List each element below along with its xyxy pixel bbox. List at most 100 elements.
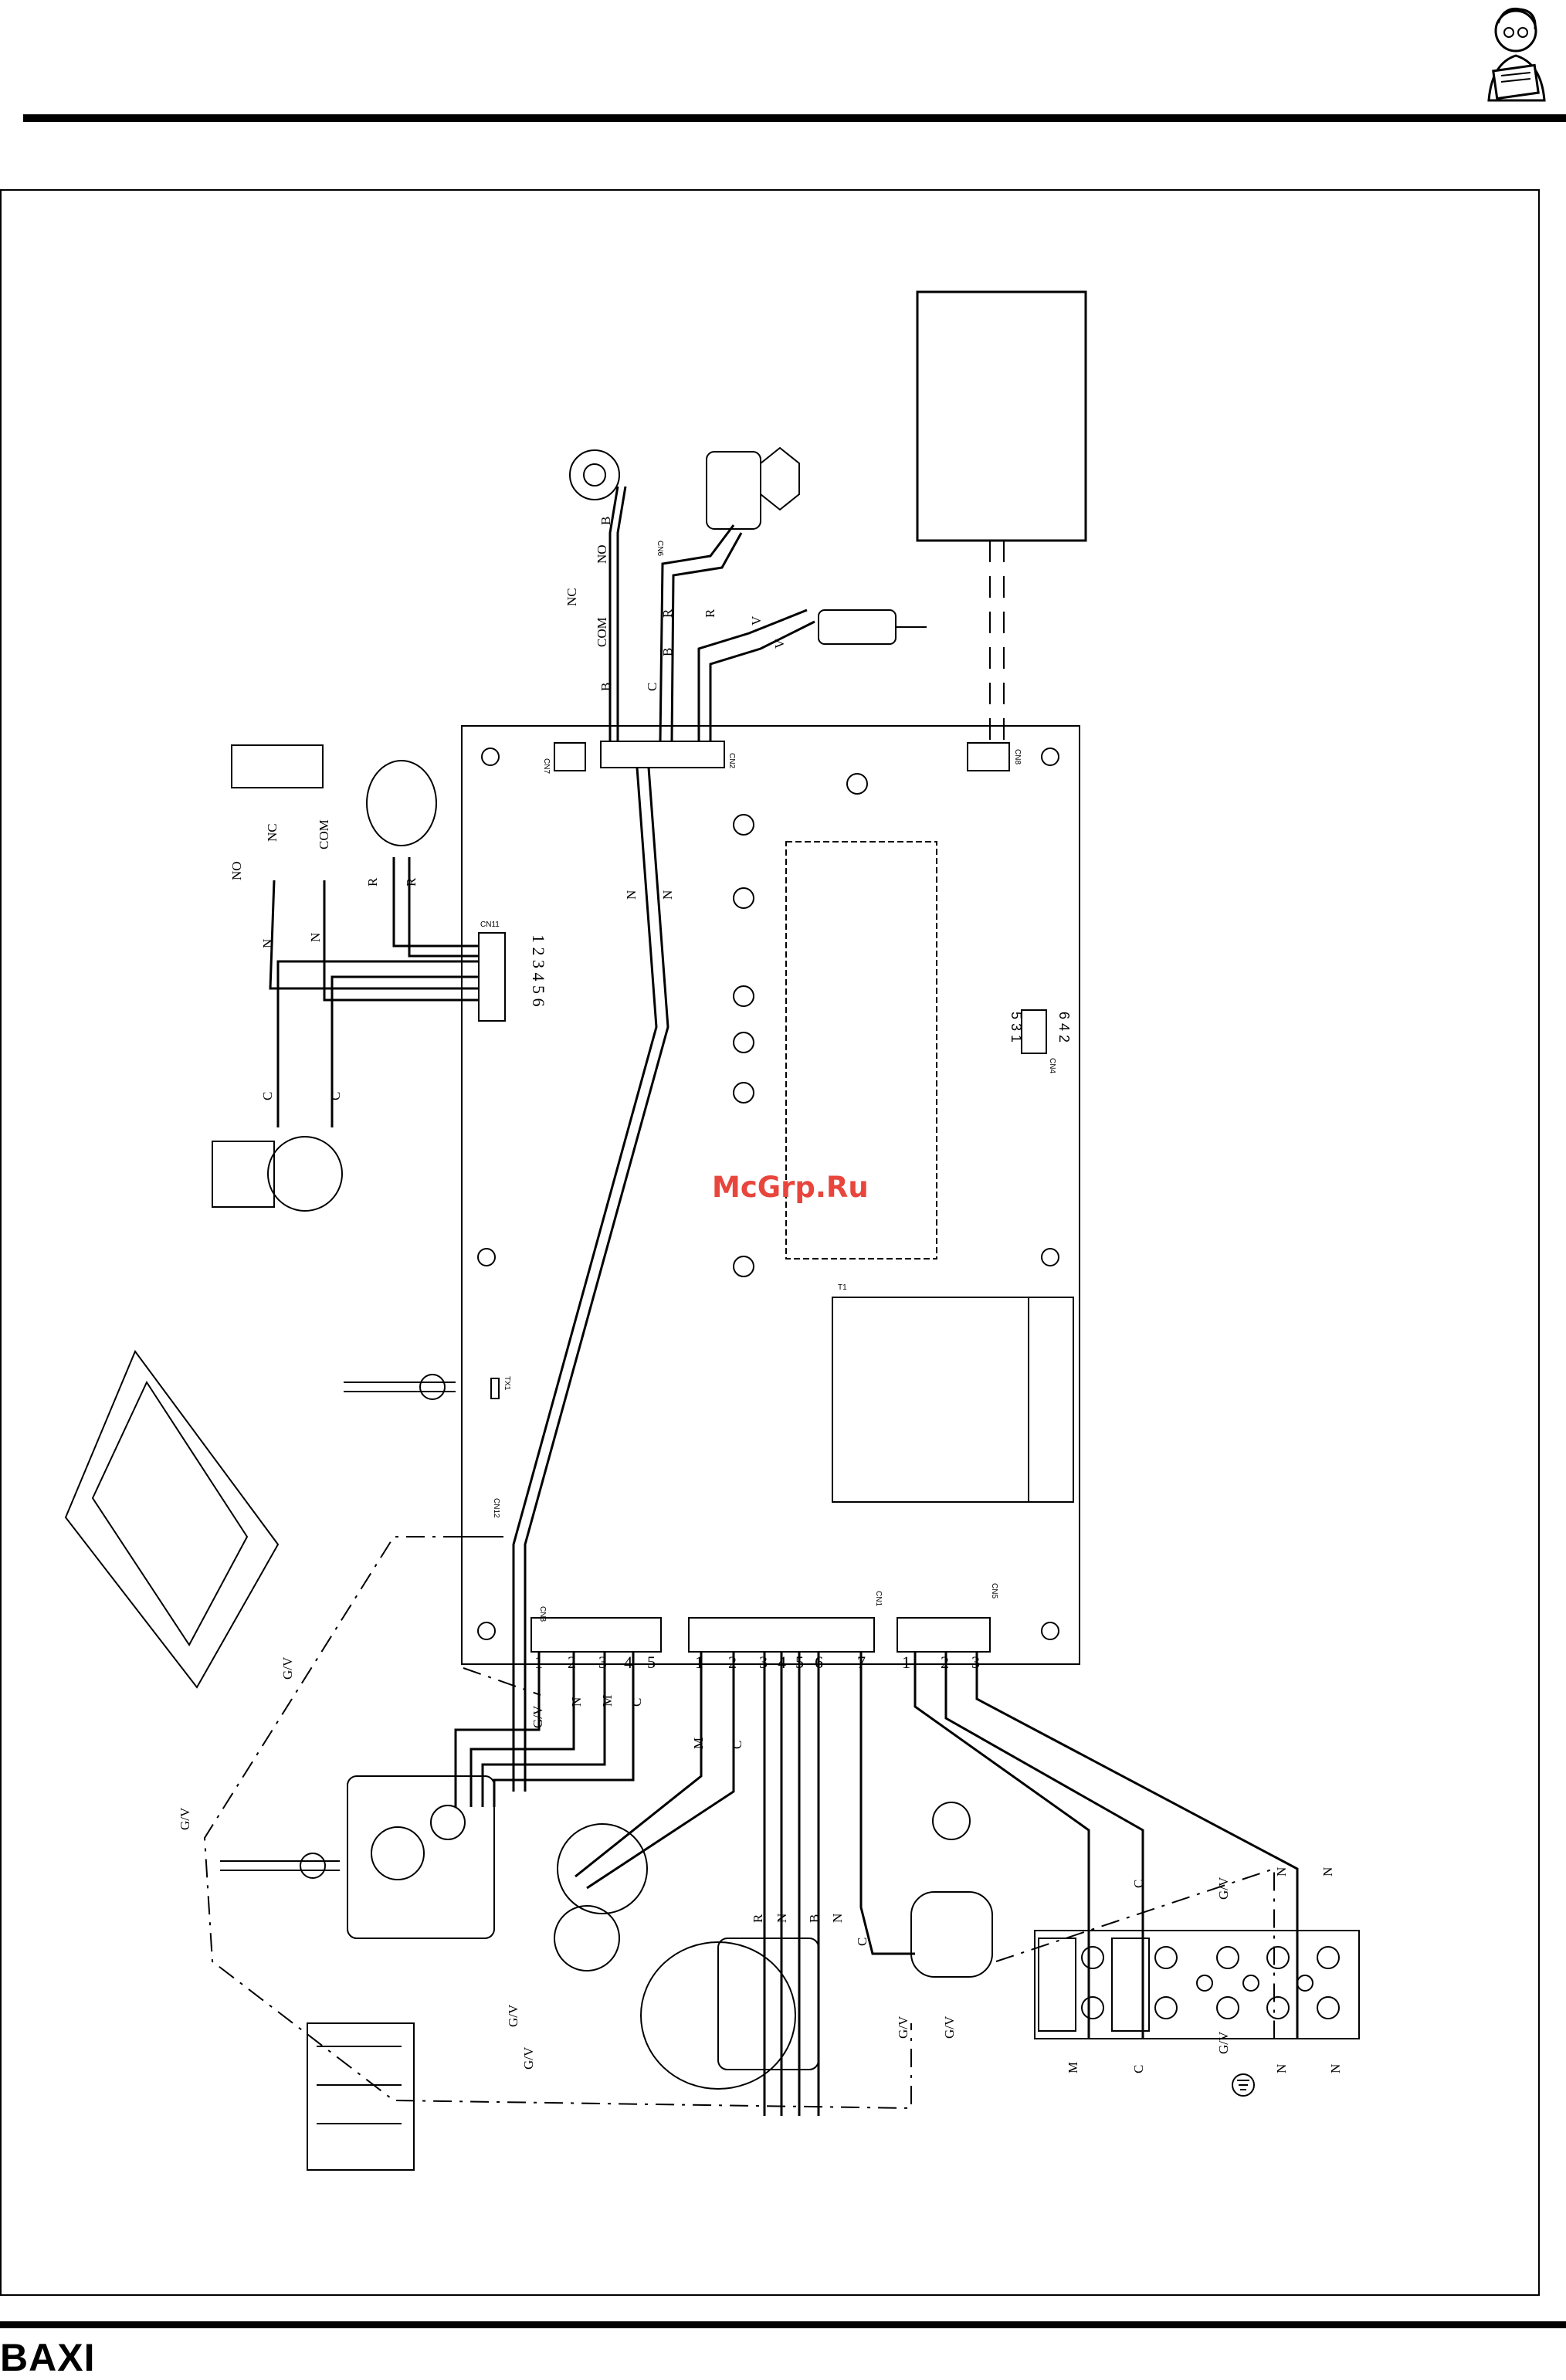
label-n-long-1: N bbox=[624, 890, 639, 900]
cn4-pins-bottom: 6 4 2 bbox=[1056, 1012, 1072, 1043]
label-c-terminal-top: C bbox=[1131, 1880, 1146, 1888]
cn3-pin-2: 2 bbox=[568, 1653, 576, 1672]
label-r-pump: R bbox=[751, 1914, 765, 1923]
label-n-terminal-top-2: N bbox=[1320, 1867, 1335, 1877]
label-gv-pump-2: G/V bbox=[942, 2016, 957, 2039]
label-n-pump-2: N bbox=[830, 1914, 845, 1923]
cn3-pin-1: 1 bbox=[534, 1653, 543, 1672]
label-n-pump-1: N bbox=[775, 1914, 789, 1923]
label-com-top: COM bbox=[595, 617, 609, 647]
cn5-pin-3: 3 bbox=[971, 1653, 980, 1672]
label-m-cn1: M bbox=[691, 1738, 706, 1749]
label-n-terminal-1: N bbox=[1274, 2064, 1289, 2073]
fan bbox=[558, 1824, 647, 1914]
cn1-pin-2: 2 bbox=[728, 1653, 737, 1672]
cn1-pin-3: 3 bbox=[759, 1653, 768, 1672]
connector-cn5 bbox=[897, 1618, 990, 1652]
cn3-pin-5: 5 bbox=[647, 1653, 656, 1672]
cn1-pin-4: 4 bbox=[778, 1653, 786, 1672]
external-control-box bbox=[917, 292, 1086, 541]
label-r-left-2: R bbox=[404, 877, 419, 887]
cn12-label: CN12 bbox=[492, 1498, 500, 1518]
bottom-rule bbox=[0, 2321, 1566, 2328]
flow-switch bbox=[761, 448, 799, 510]
label-c-cn1: C bbox=[730, 1741, 744, 1749]
label-n-left-2: N bbox=[308, 933, 323, 942]
ntc-sensor bbox=[819, 610, 896, 644]
connector-cn7 bbox=[554, 743, 585, 771]
watermark-text: McGrp.Ru bbox=[712, 1171, 869, 1204]
connector-cn8 bbox=[968, 743, 1009, 771]
label-b-pump: B bbox=[807, 1914, 822, 1923]
label-b-cn2: B bbox=[598, 683, 613, 691]
flue-sensor bbox=[367, 761, 436, 846]
label-gv-2: G/V bbox=[178, 1807, 192, 1830]
label-n-cn3: N bbox=[569, 1697, 584, 1707]
label-c-diverter: C bbox=[855, 1938, 869, 1946]
label-c-terminal: C bbox=[1131, 2065, 1146, 2073]
label-b-top: B bbox=[598, 517, 613, 525]
cn7-label: CN7 bbox=[542, 758, 551, 774]
cn4-label: CN4 bbox=[1048, 1058, 1056, 1073]
cn11-pins: 1 2 3 4 5 6 bbox=[529, 934, 548, 1007]
cn8-label: CN8 bbox=[1013, 749, 1022, 765]
cn4-pins-top: 5 3 1 bbox=[1008, 1012, 1024, 1043]
label-nc-top: NC bbox=[564, 588, 579, 606]
cn3-pin-4: 4 bbox=[624, 1653, 632, 1672]
cn1-pin-1: 1 bbox=[695, 1653, 703, 1672]
connector-cn2 bbox=[601, 741, 724, 768]
label-r-left-1: R bbox=[365, 877, 380, 887]
connector-cn11 bbox=[479, 933, 505, 1021]
cn1-label: CN1 bbox=[874, 1591, 883, 1606]
transformer-t1 bbox=[832, 1297, 1073, 1502]
label-r-ntc: R bbox=[703, 609, 717, 618]
label-gv-1: G/V bbox=[280, 1656, 295, 1680]
limit-thermostat bbox=[268, 1137, 342, 1211]
baxi-logo: BAXI bbox=[0, 2335, 95, 2380]
label-n-terminal-2: N bbox=[1328, 2064, 1343, 2073]
cn3-pin-3: 3 bbox=[598, 1653, 607, 1672]
micro-switch bbox=[232, 745, 323, 788]
label-c-left-1: C bbox=[260, 1092, 275, 1100]
cn1-pin-7: 7 bbox=[857, 1653, 866, 1672]
label-c-left-2: C bbox=[328, 1092, 343, 1100]
tx1-label: TX1 bbox=[503, 1376, 511, 1391]
cn11-label: CN11 bbox=[480, 920, 500, 929]
label-c-cn2: C bbox=[645, 683, 659, 691]
label-gv-trafo: G/V bbox=[521, 2046, 536, 2070]
label-no-top: NO bbox=[595, 544, 609, 564]
label-gv-cn3: G/V bbox=[530, 1705, 545, 1728]
t1-label: T1 bbox=[838, 1283, 847, 1292]
label-v-ntc-2: V bbox=[772, 639, 787, 649]
label-no-left: NO bbox=[229, 861, 244, 880]
label-n-long-2: N bbox=[660, 890, 675, 900]
cn5-pin-2: 2 bbox=[941, 1653, 949, 1672]
label-n-left-1: N bbox=[260, 939, 275, 948]
label-com-left: COM bbox=[317, 819, 331, 849]
mounting-bracket bbox=[66, 1351, 278, 1687]
pressure-switch bbox=[570, 450, 619, 500]
label-nc-left: NC bbox=[265, 823, 280, 842]
label-v-ntc: V bbox=[749, 615, 764, 626]
label-c-cn3: C bbox=[629, 1698, 644, 1707]
cn6-label: CN6 bbox=[656, 541, 664, 556]
label-gv-valve: G/V bbox=[506, 2004, 520, 2027]
cn1-pin-5: 5 bbox=[795, 1653, 804, 1672]
diverter-valve bbox=[911, 1892, 992, 1977]
label-b-flow: B bbox=[660, 648, 675, 656]
cn5-label: CN5 bbox=[990, 1583, 998, 1599]
cn2-label: CN2 bbox=[727, 753, 736, 768]
label-gv-terminal-top: G/V bbox=[1216, 1877, 1231, 1900]
cn1-pin-6: 6 bbox=[815, 1653, 823, 1672]
label-gv-pump-1: G/V bbox=[896, 2016, 910, 2039]
connector-cn4 bbox=[1022, 1010, 1046, 1053]
label-gv-terminal: G/V bbox=[1216, 2031, 1231, 2054]
label-n-terminal-top-1: N bbox=[1274, 1867, 1289, 1877]
ignition-transformer bbox=[307, 2023, 414, 2170]
connector-cn1 bbox=[689, 1618, 874, 1652]
label-r-flow: R bbox=[660, 609, 675, 618]
cn5-pin-1: 1 bbox=[902, 1653, 910, 1672]
label-m-terminal: M bbox=[1066, 2062, 1080, 2073]
cn3-label: CN3 bbox=[538, 1606, 547, 1622]
label-m-cn3: M bbox=[600, 1695, 615, 1707]
